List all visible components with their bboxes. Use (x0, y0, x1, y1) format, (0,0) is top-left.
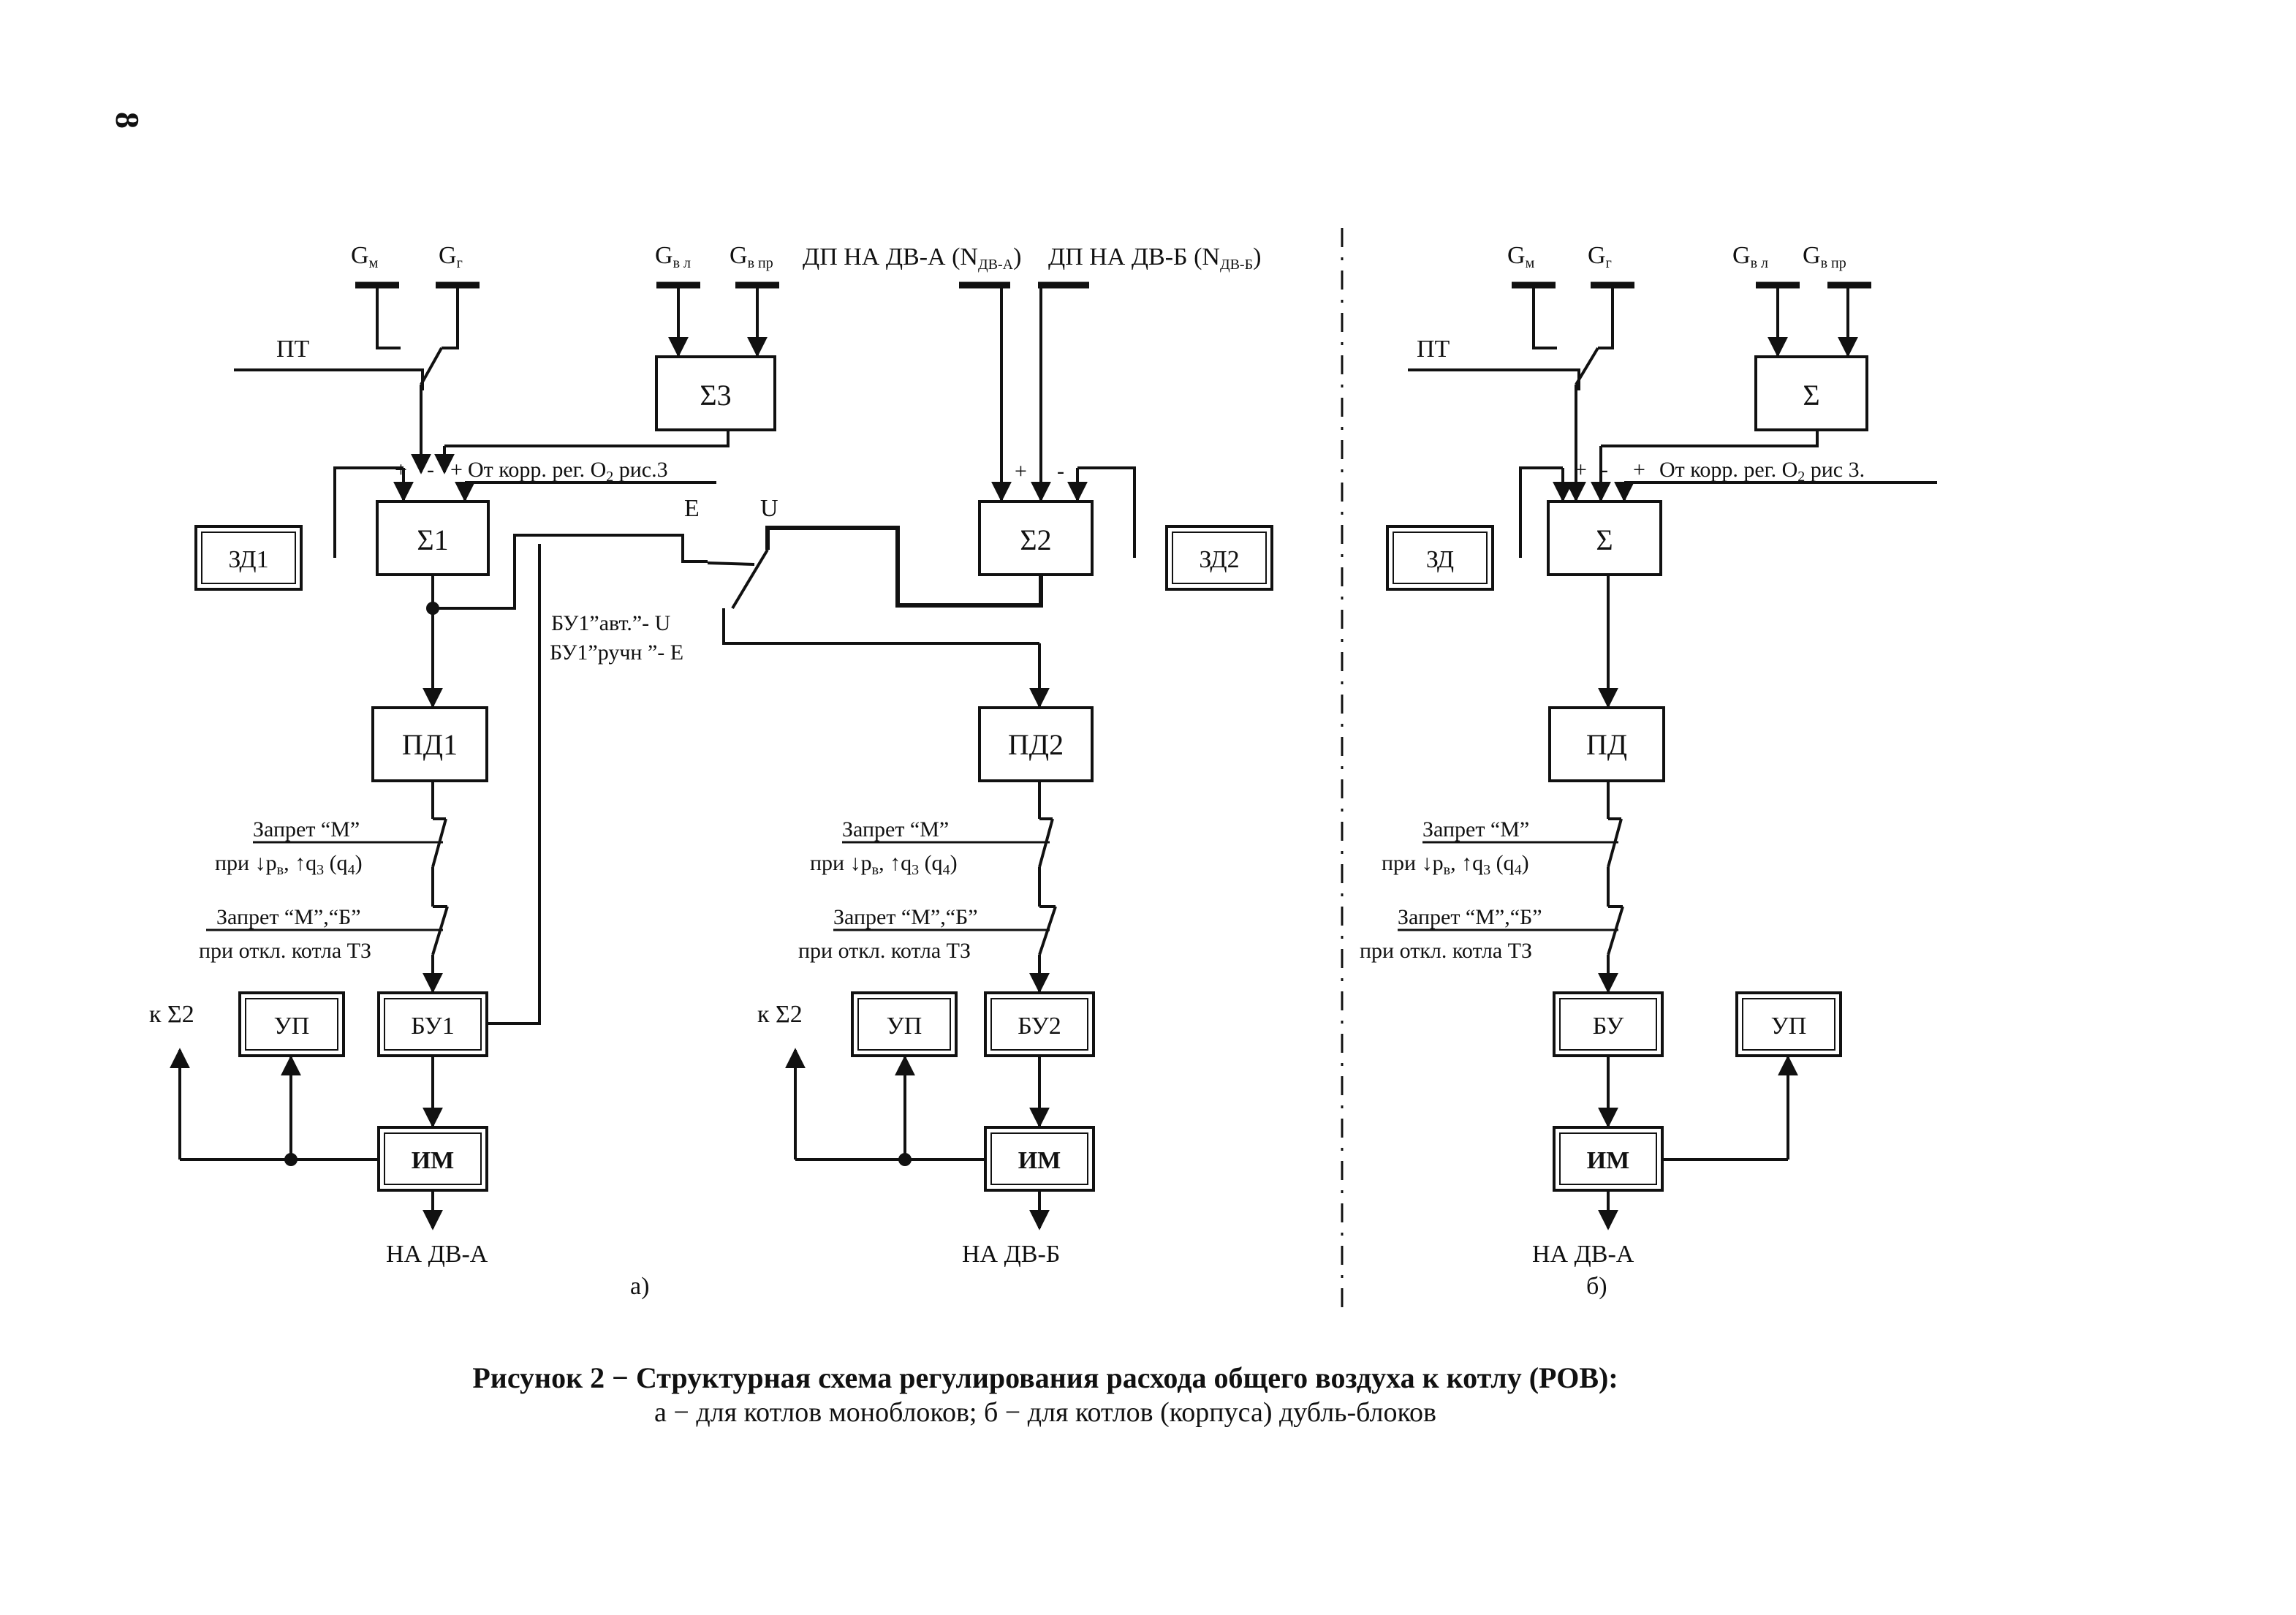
zd2-block: ЗД2 (1199, 546, 1239, 573)
sign-plus: + (1015, 459, 1027, 483)
im-block: ИМ (412, 1147, 455, 1174)
sign-minus: - (1057, 459, 1064, 483)
zd1-block: ЗД1 (228, 546, 268, 573)
output-dv-a-label: НА ДВ-А (1532, 1241, 1634, 1268)
switch-u-label: U (760, 495, 778, 522)
bu1-block: БУ1 (411, 1013, 454, 1040)
pd2-block: ПД2 (1008, 728, 1064, 761)
input-gvl-label: Gв л (1732, 242, 1768, 271)
sum1-block: Σ1 (417, 523, 448, 556)
ban-mb-condition: при откл. котла ТЗ (1360, 939, 1532, 963)
ban-m-condition: при ↓pв, ↑q3 (q4) (1382, 851, 1529, 878)
sum-block: Σ (1803, 379, 1819, 412)
sign-plus: + (395, 458, 407, 482)
sign-minus: - (427, 458, 434, 482)
part-b-label: б) (1586, 1273, 1607, 1300)
bu-block: БУ (1593, 1013, 1624, 1040)
up-block: УП (274, 1013, 310, 1040)
ban-mb-condition: при откл. котла ТЗ (199, 939, 371, 963)
ban-mb-label: Запрет “М”,“Б” (833, 905, 978, 929)
input-pt-label: ПТ (276, 336, 310, 363)
ban-m-condition: при ↓pв, ↑q3 (q4) (215, 851, 363, 878)
ban-mb-label: Запрет “М”,“Б” (216, 905, 361, 929)
output-dv-b-label: НА ДВ-Б (962, 1241, 1060, 1268)
figure-caption-title: Рисунок 2 − Структурная схема регулирова… (472, 1361, 1618, 1394)
input-dp-b-label: ДП НА ДВ-Б (NДВ-Б) (1048, 243, 1261, 273)
sign-plus: + (1575, 458, 1587, 482)
input-gm-label: Gм (351, 242, 379, 271)
im-block: ИМ (1018, 1147, 1061, 1174)
output-dv-a-label: НА ДВ-А (386, 1241, 488, 1268)
im-block: ИМ (1587, 1147, 1630, 1174)
input-gvl-label: Gв л (655, 242, 691, 271)
sum2-block: Σ2 (1020, 523, 1051, 556)
to-sum2-label: к Σ2 (757, 1001, 803, 1028)
switch-e-label: E (684, 495, 700, 522)
pd1-block: ПД1 (402, 728, 458, 761)
bu2-block: БУ2 (1018, 1013, 1061, 1040)
to-sum2-label: к Σ2 (149, 1001, 194, 1028)
o2-correction-label: От корр. рег. O2 рис.3 (468, 458, 668, 485)
up-block: УП (887, 1013, 922, 1040)
ban-m-label: Запрет “М” (1422, 817, 1529, 841)
input-gvpr-label: Gв пр (1803, 242, 1846, 271)
sign-plus: + (1633, 458, 1645, 482)
figure-caption-subtitle: а − для котлов моноблоков; б − для котло… (654, 1397, 1436, 1428)
sign-minus: - (1601, 458, 1608, 482)
ban-mb-condition: при откл. котла ТЗ (798, 939, 971, 963)
input-pt-label: ПТ (1417, 336, 1450, 363)
sign-plus: + (450, 458, 463, 482)
ban-m-label: Запрет “М” (253, 817, 360, 841)
ban-m-condition: при ↓pв, ↑q3 (q4) (810, 851, 958, 878)
ban-m-label: Запрет “М” (842, 817, 949, 841)
bu1-auto-label: БУ1”авт.”- U (551, 611, 671, 635)
input-dp-a-label: ДП НА ДВ-А (NДВ-А) (803, 243, 1021, 273)
part-a-label: а) (630, 1273, 649, 1300)
zd-block: ЗД (1426, 546, 1454, 573)
input-gvpr-label: Gв пр (730, 242, 773, 271)
input-gm-label: Gм (1507, 242, 1535, 271)
input-gg-label: Gг (1588, 242, 1612, 271)
o2-correction-label: От корр. рег. O2 рис 3. (1659, 458, 1865, 485)
up-block: УП (1771, 1013, 1807, 1040)
sum3-block: Σ3 (700, 379, 731, 412)
sum-block: Σ (1596, 523, 1613, 556)
pd-block: ПД (1586, 728, 1627, 761)
bu1-manual-label: БУ1”ручн ”- E (550, 640, 683, 665)
input-gg-label: Gг (439, 242, 463, 271)
page-number: 8 (109, 112, 146, 129)
ban-mb-label: Запрет “М”,“Б” (1398, 905, 1542, 929)
